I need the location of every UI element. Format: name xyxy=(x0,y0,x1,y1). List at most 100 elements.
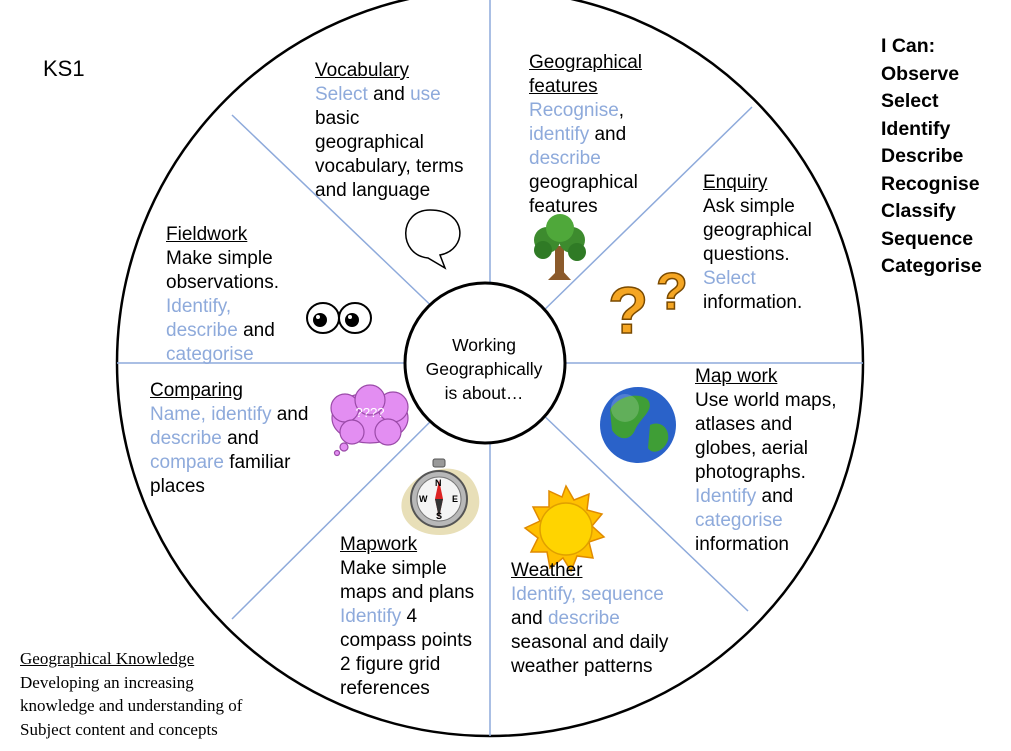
text: and xyxy=(756,486,794,507)
text: familiar xyxy=(223,452,291,473)
eyes-icon xyxy=(306,302,372,334)
speech-bubble-icon xyxy=(405,209,461,270)
svg-text:?: ? xyxy=(608,273,648,347)
segment-title: Mapwork xyxy=(340,534,418,555)
highlight-word: Recognise xyxy=(529,100,619,121)
text: and xyxy=(237,320,275,341)
thought-cloud-icon xyxy=(330,384,409,457)
globe-icon xyxy=(600,387,676,463)
i-can-item: Observe xyxy=(881,62,960,85)
text: geographical xyxy=(703,220,812,241)
knowledge-line: Developing an increasing xyxy=(20,672,194,692)
text: Ask simple xyxy=(703,196,795,217)
wheel-dividers xyxy=(117,0,863,736)
text: and xyxy=(271,404,309,425)
geographical-knowledge-note: Geographical Knowledge Developing an inc… xyxy=(20,647,242,741)
i-can-item: Classify xyxy=(881,200,956,222)
segment-title: Comparing xyxy=(150,380,243,401)
highlight-word: describe xyxy=(166,320,238,341)
segment-geographical-features: Geographical features Recognise, identif… xyxy=(529,51,642,219)
text: observations. xyxy=(166,272,280,293)
text: and xyxy=(589,124,627,145)
text: seasonal and daily xyxy=(511,632,669,653)
highlight-word: Identify xyxy=(340,606,402,627)
segment-title: Fieldwork xyxy=(166,224,248,245)
text: 2 figure grid xyxy=(340,654,441,675)
highlight-word: describe xyxy=(547,608,620,629)
i-can-item: Categorise xyxy=(881,255,982,277)
compass-icon: N E S W xyxy=(401,458,480,535)
svg-text:N: N xyxy=(435,478,442,488)
i-can-item: Recognise xyxy=(881,172,980,195)
center-label: Working Geographically is about… xyxy=(415,333,553,405)
text: Make simple xyxy=(166,248,273,269)
segment-title: Vocabulary xyxy=(315,60,410,81)
i-can-title: I Can: xyxy=(881,35,936,57)
knowledge-line: knowledge and understanding of xyxy=(20,696,243,715)
highlight-word: categorise xyxy=(695,510,783,531)
thought-text: ???? xyxy=(355,405,385,420)
i-can-list: I Can: Observe Select Identify Describe … xyxy=(881,33,982,281)
i-can-item: Select xyxy=(881,90,939,112)
segment-weather: Weather Identify, sequence and describe … xyxy=(511,559,668,679)
knowledge-title: Geographical Knowledge xyxy=(20,649,195,668)
text: , xyxy=(618,100,625,121)
text: geographical xyxy=(529,172,638,193)
segment-title: features xyxy=(529,76,598,97)
segment-comparing: Comparing Name, identify and describe an… xyxy=(150,379,308,499)
sun-icon xyxy=(523,484,606,573)
highlight-word: Identify xyxy=(695,486,757,507)
segment-mapwork: Mapwork Make simple maps and plans Ident… xyxy=(340,533,474,701)
highlight-word: use xyxy=(410,84,441,105)
text: references xyxy=(340,678,430,699)
text: basic xyxy=(315,108,360,129)
tree-icon xyxy=(534,214,586,280)
center-line: Geographically xyxy=(425,359,543,379)
highlight-word: identify xyxy=(529,124,590,145)
highlight-word: describe xyxy=(150,428,222,449)
text: places xyxy=(150,476,205,497)
text: and xyxy=(511,608,548,629)
i-can-item: Identify xyxy=(881,117,951,140)
text: geographical xyxy=(315,132,424,153)
key-stage-label: KS1 xyxy=(43,56,85,81)
text: photographs. xyxy=(695,462,806,483)
knowledge-line: Subject content and concepts xyxy=(20,719,218,739)
i-can-item: Sequence xyxy=(881,227,974,250)
text: and xyxy=(367,84,411,105)
text: 4 xyxy=(401,606,418,627)
text: information xyxy=(695,534,789,555)
text: information. xyxy=(703,292,803,313)
highlight-word: describe xyxy=(529,148,601,169)
segment-title: Enquiry xyxy=(703,172,768,193)
segment-title: Geographical xyxy=(529,52,643,73)
svg-text:?: ? xyxy=(656,263,688,321)
center-line: Working xyxy=(452,335,516,355)
segment-enquiry: Enquiry Ask simple geographical question… xyxy=(703,171,812,315)
svg-text:E: E xyxy=(452,494,458,504)
text: Make simple xyxy=(340,558,447,579)
highlight-word: Select xyxy=(703,268,756,289)
highlight-word: Name, identify xyxy=(150,404,272,425)
text: and xyxy=(221,428,259,449)
svg-text:W: W xyxy=(419,494,428,504)
text: atlases and xyxy=(695,414,793,435)
text: weather patterns xyxy=(511,656,653,677)
segment-map-work: Map work Use world maps, atlases and glo… xyxy=(695,365,837,557)
text: questions. xyxy=(703,244,790,265)
highlight-word: Select xyxy=(315,84,368,105)
segment-vocabulary: Vocabulary Select and use basic geograph… xyxy=(315,59,464,203)
center-line: is about… xyxy=(444,383,524,403)
text: and language xyxy=(315,180,431,201)
text: globes, aerial xyxy=(695,438,809,459)
text: features xyxy=(529,196,598,217)
segment-fieldwork: Fieldwork Make simple observations. Iden… xyxy=(166,223,279,367)
question-marks-icon: ? ? xyxy=(607,262,688,348)
text: Use world maps, xyxy=(695,390,837,411)
highlight-word: compare xyxy=(150,452,224,473)
center-circle xyxy=(403,281,567,445)
svg-text:S: S xyxy=(436,511,442,521)
highlight-word: Identify, sequence xyxy=(511,584,664,605)
segment-title: Weather xyxy=(511,560,583,581)
